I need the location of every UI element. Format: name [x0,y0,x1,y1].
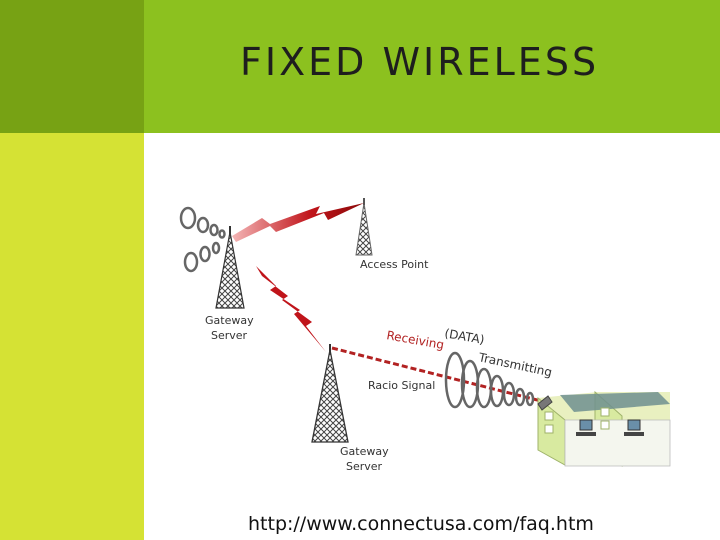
gateway-bottom-label-line2: Server [346,460,383,473]
gateway-tower-top-icon [215,226,245,309]
title-bar [144,0,720,133]
side-band [0,133,144,540]
access-point-tower-icon [355,198,373,256]
signal-rings-icon [444,351,535,409]
source-url-text: http://www.connectusa.com/faq.htm [248,513,594,535]
data-label: (DATA) [443,326,485,347]
gateway-tower-bottom-icon [311,344,349,443]
lightning-to-access-point-icon [232,203,364,242]
radio-signal-label: Racio Signal [368,379,435,392]
gateway-top-label-line2: Server [211,329,248,342]
gateway-top-label-line1: Gateway [205,314,254,327]
receiving-label: Receiving [385,328,445,352]
slide-title: FIXED WIRELESS [240,40,600,84]
access-point-label: Access Point [360,258,429,271]
radio-signal-line [331,346,546,404]
lightning-to-gateway-icon [256,266,326,352]
building-icon [537,390,671,467]
broadcast-rings-icon [179,206,226,273]
corner-block [0,0,144,133]
gateway-bottom-label-line1: Gateway [340,445,389,458]
